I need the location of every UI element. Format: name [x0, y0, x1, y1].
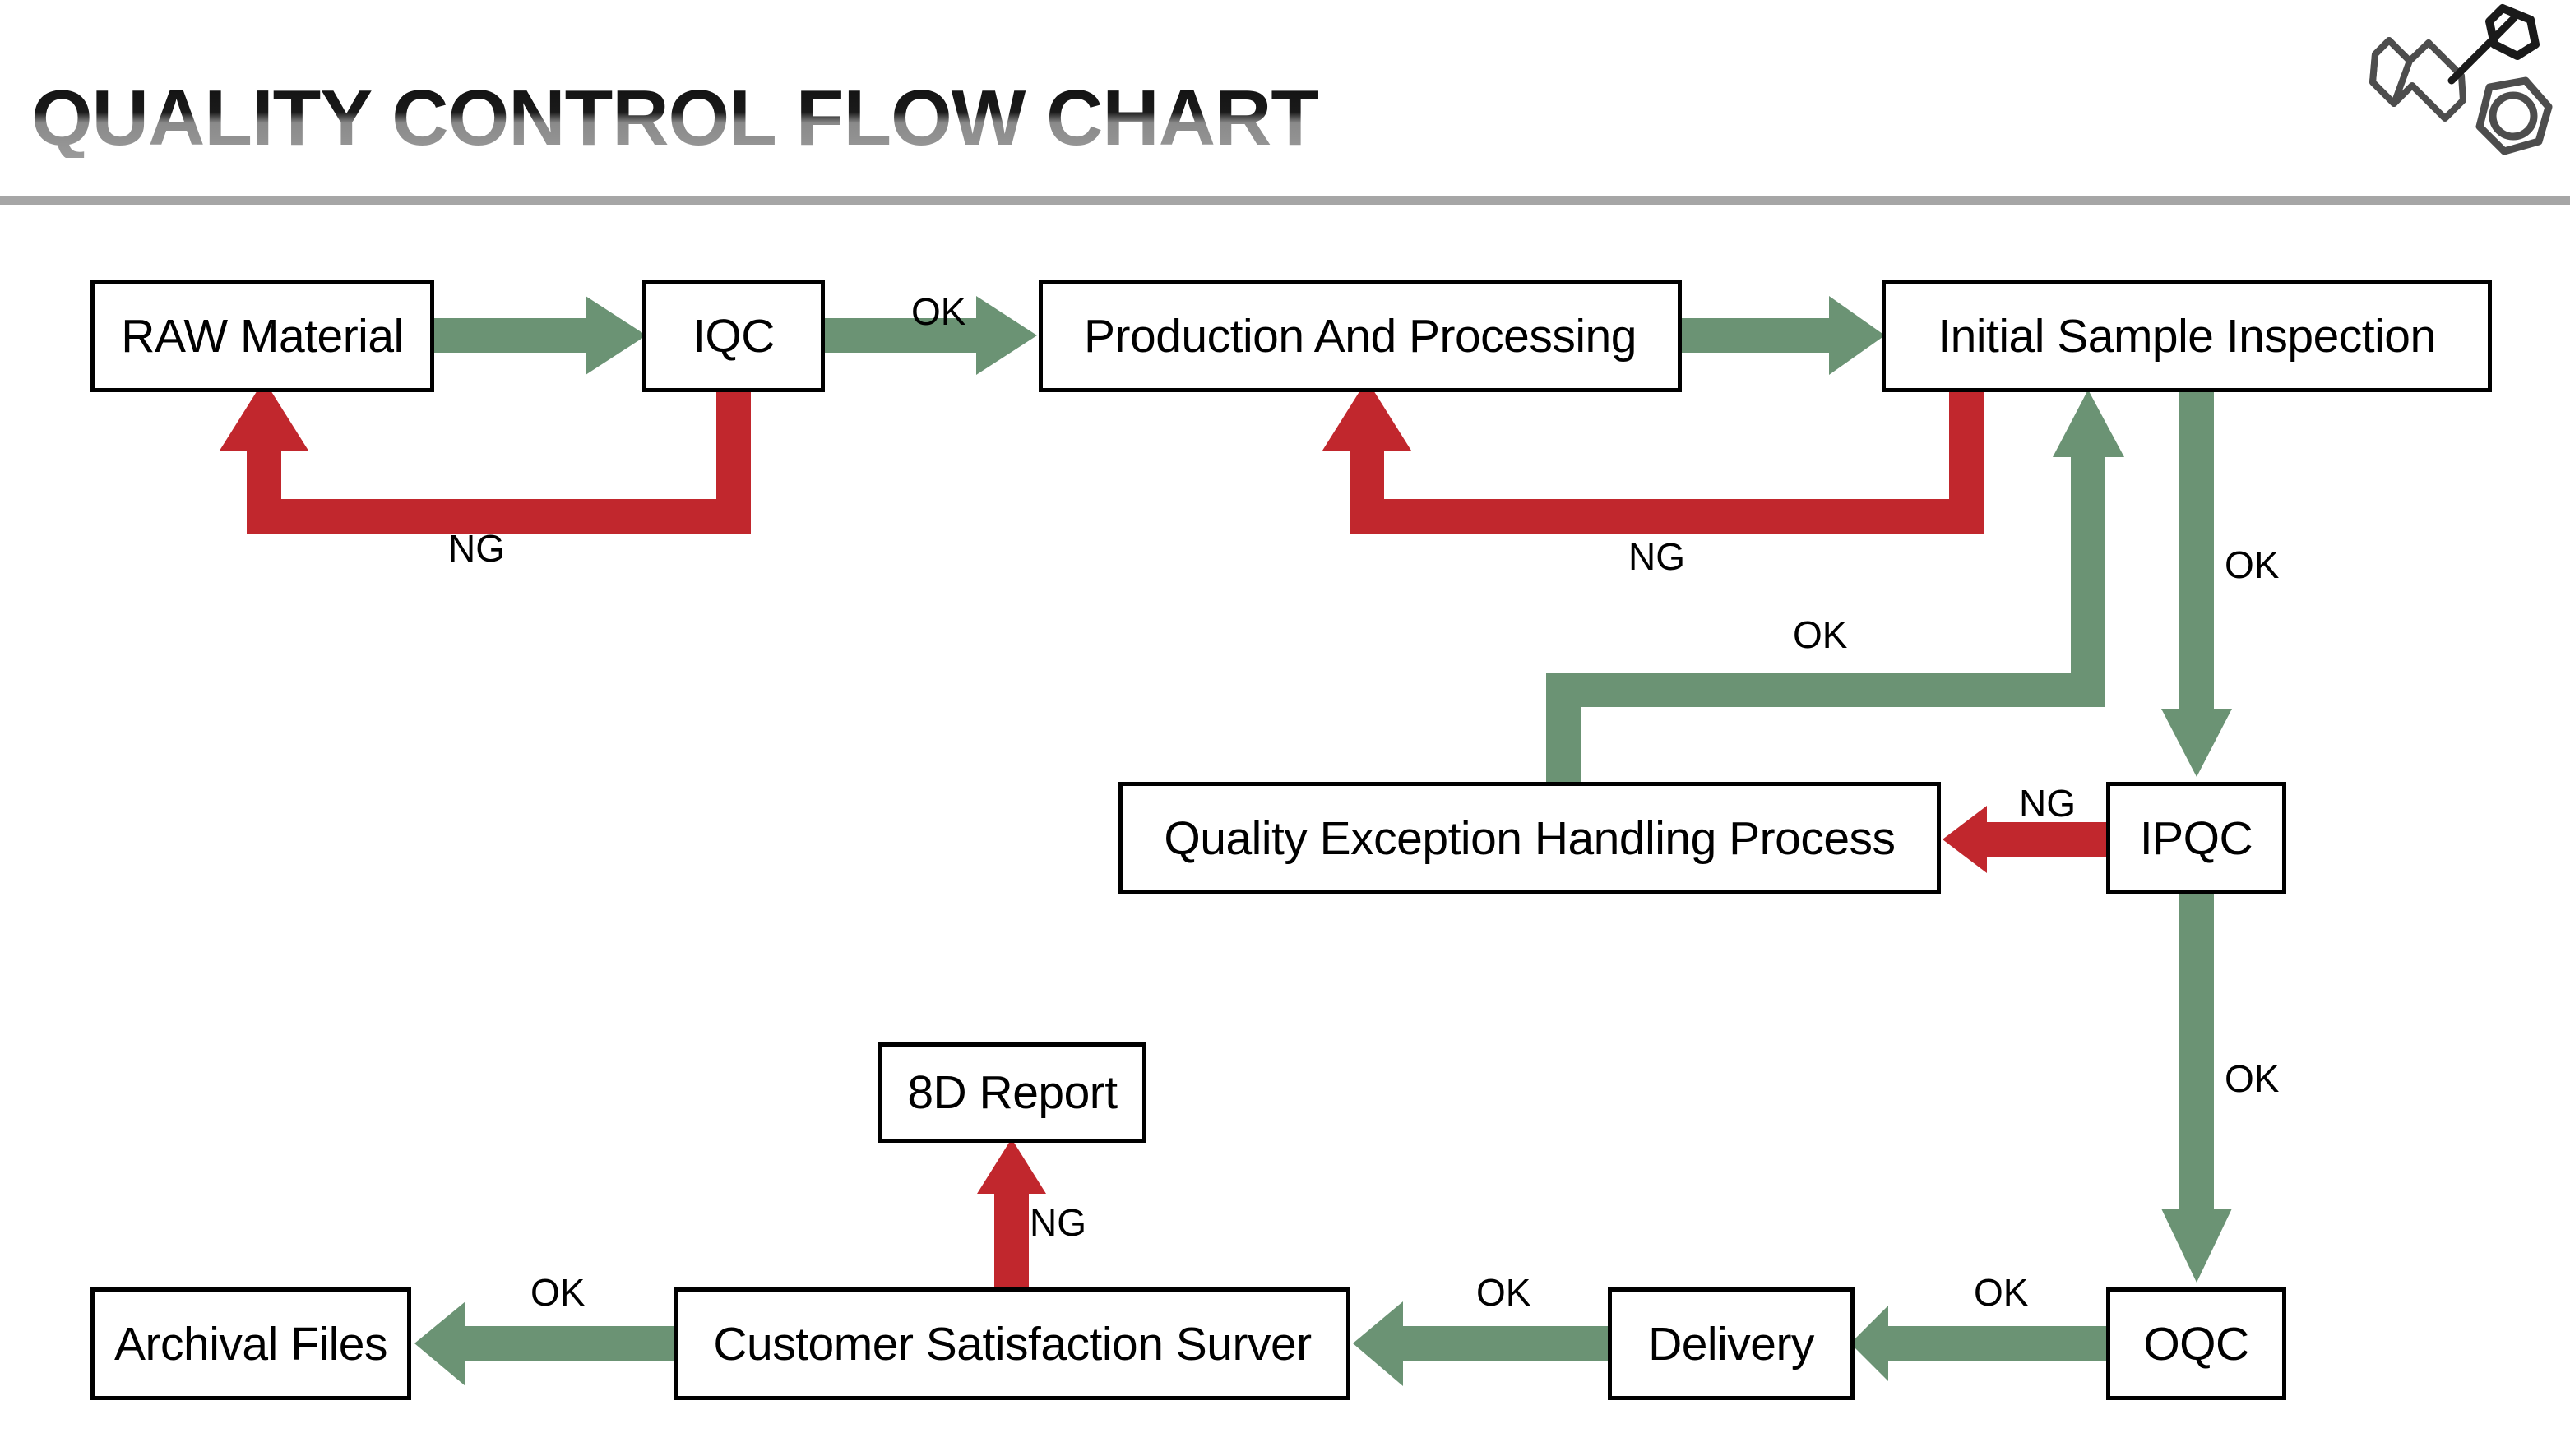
edge-label-ok-initial-ipqc: OK: [2225, 543, 2280, 586]
edge-label-ok-ipqc-oqc: OK: [2225, 1057, 2280, 1100]
node-8d-report[interactable]: 8D Report: [878, 1042, 1146, 1143]
edge-initial-to-production-ng: [1322, 380, 1984, 534]
edge-ipqc-to-exception-ng: [1943, 806, 2109, 873]
page-title: QUALITY CONTROL FLOW CHART: [31, 74, 1319, 162]
edge-iqc-to-raw-ng: [220, 380, 751, 534]
edge-label-ok-iqc-production: OK: [911, 290, 966, 333]
edge-survey-to-archival: [414, 1301, 676, 1386]
edge-raw-to-iqc: [434, 296, 646, 375]
edge-initial-to-ipqc: [2161, 392, 2232, 777]
edge-label-ng-ipqc-exception: NG: [2019, 782, 2076, 825]
edge-delivery-to-survey: [1353, 1301, 1609, 1386]
edge-label-ok-oqc-delivery: OK: [1974, 1271, 2029, 1314]
header-divider: [0, 196, 2570, 205]
node-raw-material[interactable]: RAW Material: [90, 280, 434, 392]
edge-label-ng-survey-8d: NG: [1030, 1201, 1086, 1244]
wrench-and-nut-icon: [2369, 4, 2553, 155]
node-production-and-processing[interactable]: Production And Processing: [1039, 280, 1682, 392]
node-initial-sample-inspection[interactable]: Initial Sample Inspection: [1882, 280, 2492, 392]
edge-label-ok-delivery-survey: OK: [1476, 1271, 1531, 1314]
edge-label-ng-initial-production: NG: [1628, 535, 1685, 578]
edge-production-to-initial: [1682, 296, 1885, 375]
edge-oqc-to-delivery: [1850, 1306, 2107, 1381]
node-quality-exception-handling-process[interactable]: Quality Exception Handling Process: [1118, 782, 1941, 894]
node-iqc[interactable]: IQC: [642, 280, 825, 392]
edge-iqc-to-production: [825, 296, 1037, 375]
node-oqc[interactable]: OQC: [2106, 1287, 2286, 1400]
node-customer-satisfaction-surver[interactable]: Customer Satisfaction Surver: [674, 1287, 1350, 1400]
node-archival-files[interactable]: Archival Files: [90, 1287, 411, 1400]
edge-label-ng-iqc-raw: NG: [448, 527, 505, 570]
node-ipqc[interactable]: IPQC: [2106, 782, 2286, 894]
edge-label-ok-exception-initial: OK: [1793, 613, 1848, 656]
edge-label-ok-survey-archival: OK: [530, 1271, 586, 1314]
edge-survey-to-8d-ng: [977, 1139, 1046, 1291]
edge-exception-to-initial: [1546, 390, 2124, 783]
node-delivery[interactable]: Delivery: [1608, 1287, 1855, 1400]
edge-ipqc-to-oqc: [2161, 894, 2232, 1283]
